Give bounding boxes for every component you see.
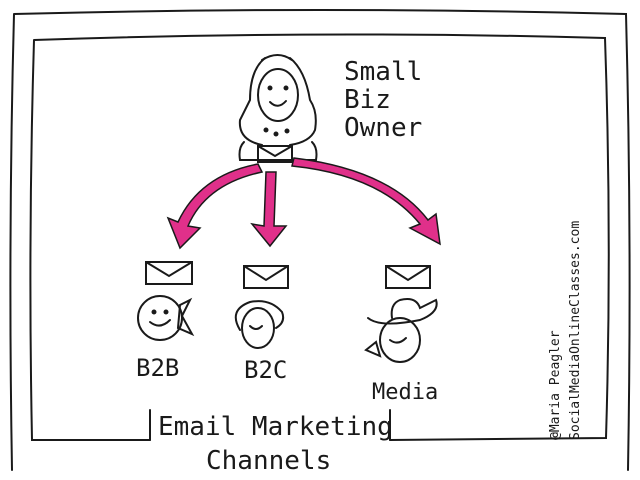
site-credit: SocialMediaOnlineClasses.com <box>568 220 583 440</box>
b2c-figure <box>234 300 285 349</box>
b2b-figure <box>137 295 195 341</box>
channel-label-media: Media <box>372 380 439 405</box>
owner-label-line3: Owner <box>344 113 423 143</box>
owner-label-line1: Small <box>344 57 423 87</box>
owner-label-line2: Biz <box>344 85 391 115</box>
arrows <box>166 157 441 250</box>
owner-figure <box>238 54 318 163</box>
title-line2: Channels <box>206 446 332 476</box>
outer-frame <box>9 9 631 471</box>
channel-label-b2c: B2C <box>244 356 288 384</box>
owner-label: Small Biz Owner <box>344 58 422 142</box>
title-line1: Email Marketing <box>158 412 393 442</box>
author-credit: @Maria Peagler <box>548 330 563 440</box>
channel-label-b2b: B2B <box>136 354 180 382</box>
inner-frame <box>29 33 610 441</box>
media-figure <box>364 298 438 363</box>
